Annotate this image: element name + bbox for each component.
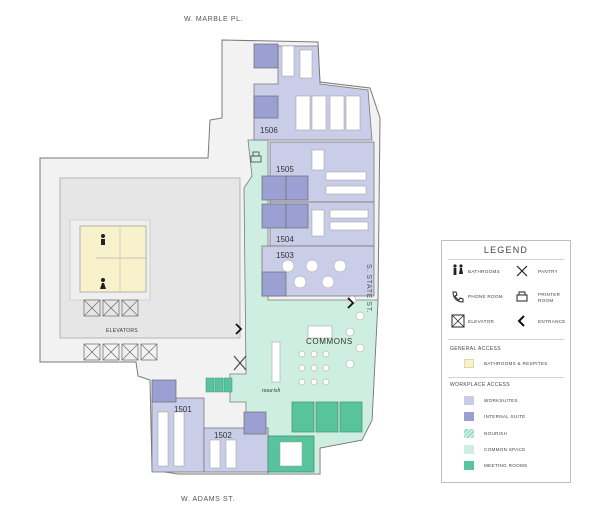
internal-suite-1504a xyxy=(261,203,287,229)
room-label-1505: 1505 xyxy=(276,165,294,174)
legend-label-bathrooms-respites: BATHROOMS & RESPITES xyxy=(484,361,548,366)
room-label-1503: 1503 xyxy=(276,251,294,260)
cluster-tables xyxy=(281,259,365,386)
bathrooms-area xyxy=(79,225,147,293)
legend-swatch-worksuites xyxy=(464,396,474,405)
internal-suite-1506b xyxy=(253,95,279,119)
legend-title: LEGEND xyxy=(483,245,529,255)
elevator-icon xyxy=(451,314,465,328)
internal-suite-1505a xyxy=(261,175,287,201)
legend-section-workplace-access: WORKPLACE ACCESS xyxy=(450,382,511,388)
room-label-1506: 1506 xyxy=(260,126,278,135)
internal-suite-1502 xyxy=(243,411,267,435)
bathroom-men-icon xyxy=(101,234,105,245)
legend-panel: LEGEND BATHROOMS PANTRY PHONE ROOM PRINT… xyxy=(441,240,571,483)
street-label-east: S. STATE ST. xyxy=(365,264,372,314)
room-label-commons: COMMONS xyxy=(306,337,353,346)
legend-label-elevator: ELEVATOR xyxy=(468,319,495,324)
internal-suite-1506a xyxy=(253,43,279,69)
pantry-icon xyxy=(516,265,528,277)
elevator-bank-lower xyxy=(83,343,158,361)
phone-booth-2 xyxy=(214,377,224,393)
legend-divider xyxy=(448,377,564,378)
pantry-icon xyxy=(233,355,247,371)
room-label-1502: 1502 xyxy=(214,431,232,440)
legend-label-entrance: ENTRANCE xyxy=(538,319,566,324)
room-label-elevators: ELEVATORS xyxy=(106,328,138,334)
street-label-north: W. MARBLE PL. xyxy=(184,16,244,23)
desks xyxy=(157,45,369,469)
internal-suite-1501 xyxy=(151,379,177,403)
meeting-room-3 xyxy=(339,401,363,433)
entrance-arrow-icon xyxy=(347,297,355,309)
internal-suite-1505b xyxy=(285,175,309,201)
legend-divider xyxy=(448,339,564,340)
meeting-room-1 xyxy=(291,401,315,433)
legend-label-nourish: NOURISH xyxy=(484,431,508,436)
internal-suite-1503 xyxy=(261,271,287,297)
bathrooms-icon xyxy=(453,264,463,275)
entrance-arrow-icon xyxy=(235,323,243,335)
meeting-room-2 xyxy=(315,401,339,433)
room-label-1504: 1504 xyxy=(276,235,294,244)
legend-swatch-nourish xyxy=(464,429,474,438)
room-label-1501: 1501 xyxy=(174,405,192,414)
printer-icon xyxy=(250,151,262,163)
legend-label-pantry: PANTRY xyxy=(538,269,559,274)
legend-label-internal-suite: INTERNAL SUITE xyxy=(484,414,526,419)
phone-icon xyxy=(452,291,464,303)
phone-booth-3 xyxy=(223,377,233,393)
legend-swatch-bathrooms-respites xyxy=(464,359,474,368)
legend-label-meeting-rooms: MEETING ROOMS xyxy=(484,463,528,468)
legend-label-phone-room: PHONE ROOM xyxy=(468,294,503,299)
legend-swatch-internal-suite xyxy=(464,412,474,421)
room-label-nourish: nourish xyxy=(262,388,280,394)
legend-label-bathrooms: BATHROOMS xyxy=(468,269,500,274)
bathroom-women-icon xyxy=(100,278,106,289)
legend-swatch-common-space xyxy=(464,445,474,454)
entrance-arrow-icon xyxy=(517,315,525,327)
elevator-bank-upper xyxy=(83,299,139,317)
legend-label-printer-room: PRINTER ROOM xyxy=(538,292,561,303)
legend-divider xyxy=(448,259,564,260)
legend-label-worksuites: WORKSUITES xyxy=(484,398,518,403)
phone-booth-1 xyxy=(205,377,215,393)
legend-swatch-meeting-rooms xyxy=(464,461,474,470)
legend-section-general-access: GENERAL ACCESS xyxy=(450,346,501,352)
legend-label-common-space: COMMON SPACE xyxy=(484,447,526,452)
printer-icon xyxy=(516,291,528,302)
street-label-south: W. ADAMS ST. xyxy=(181,496,235,503)
internal-suite-1504b xyxy=(285,203,309,229)
